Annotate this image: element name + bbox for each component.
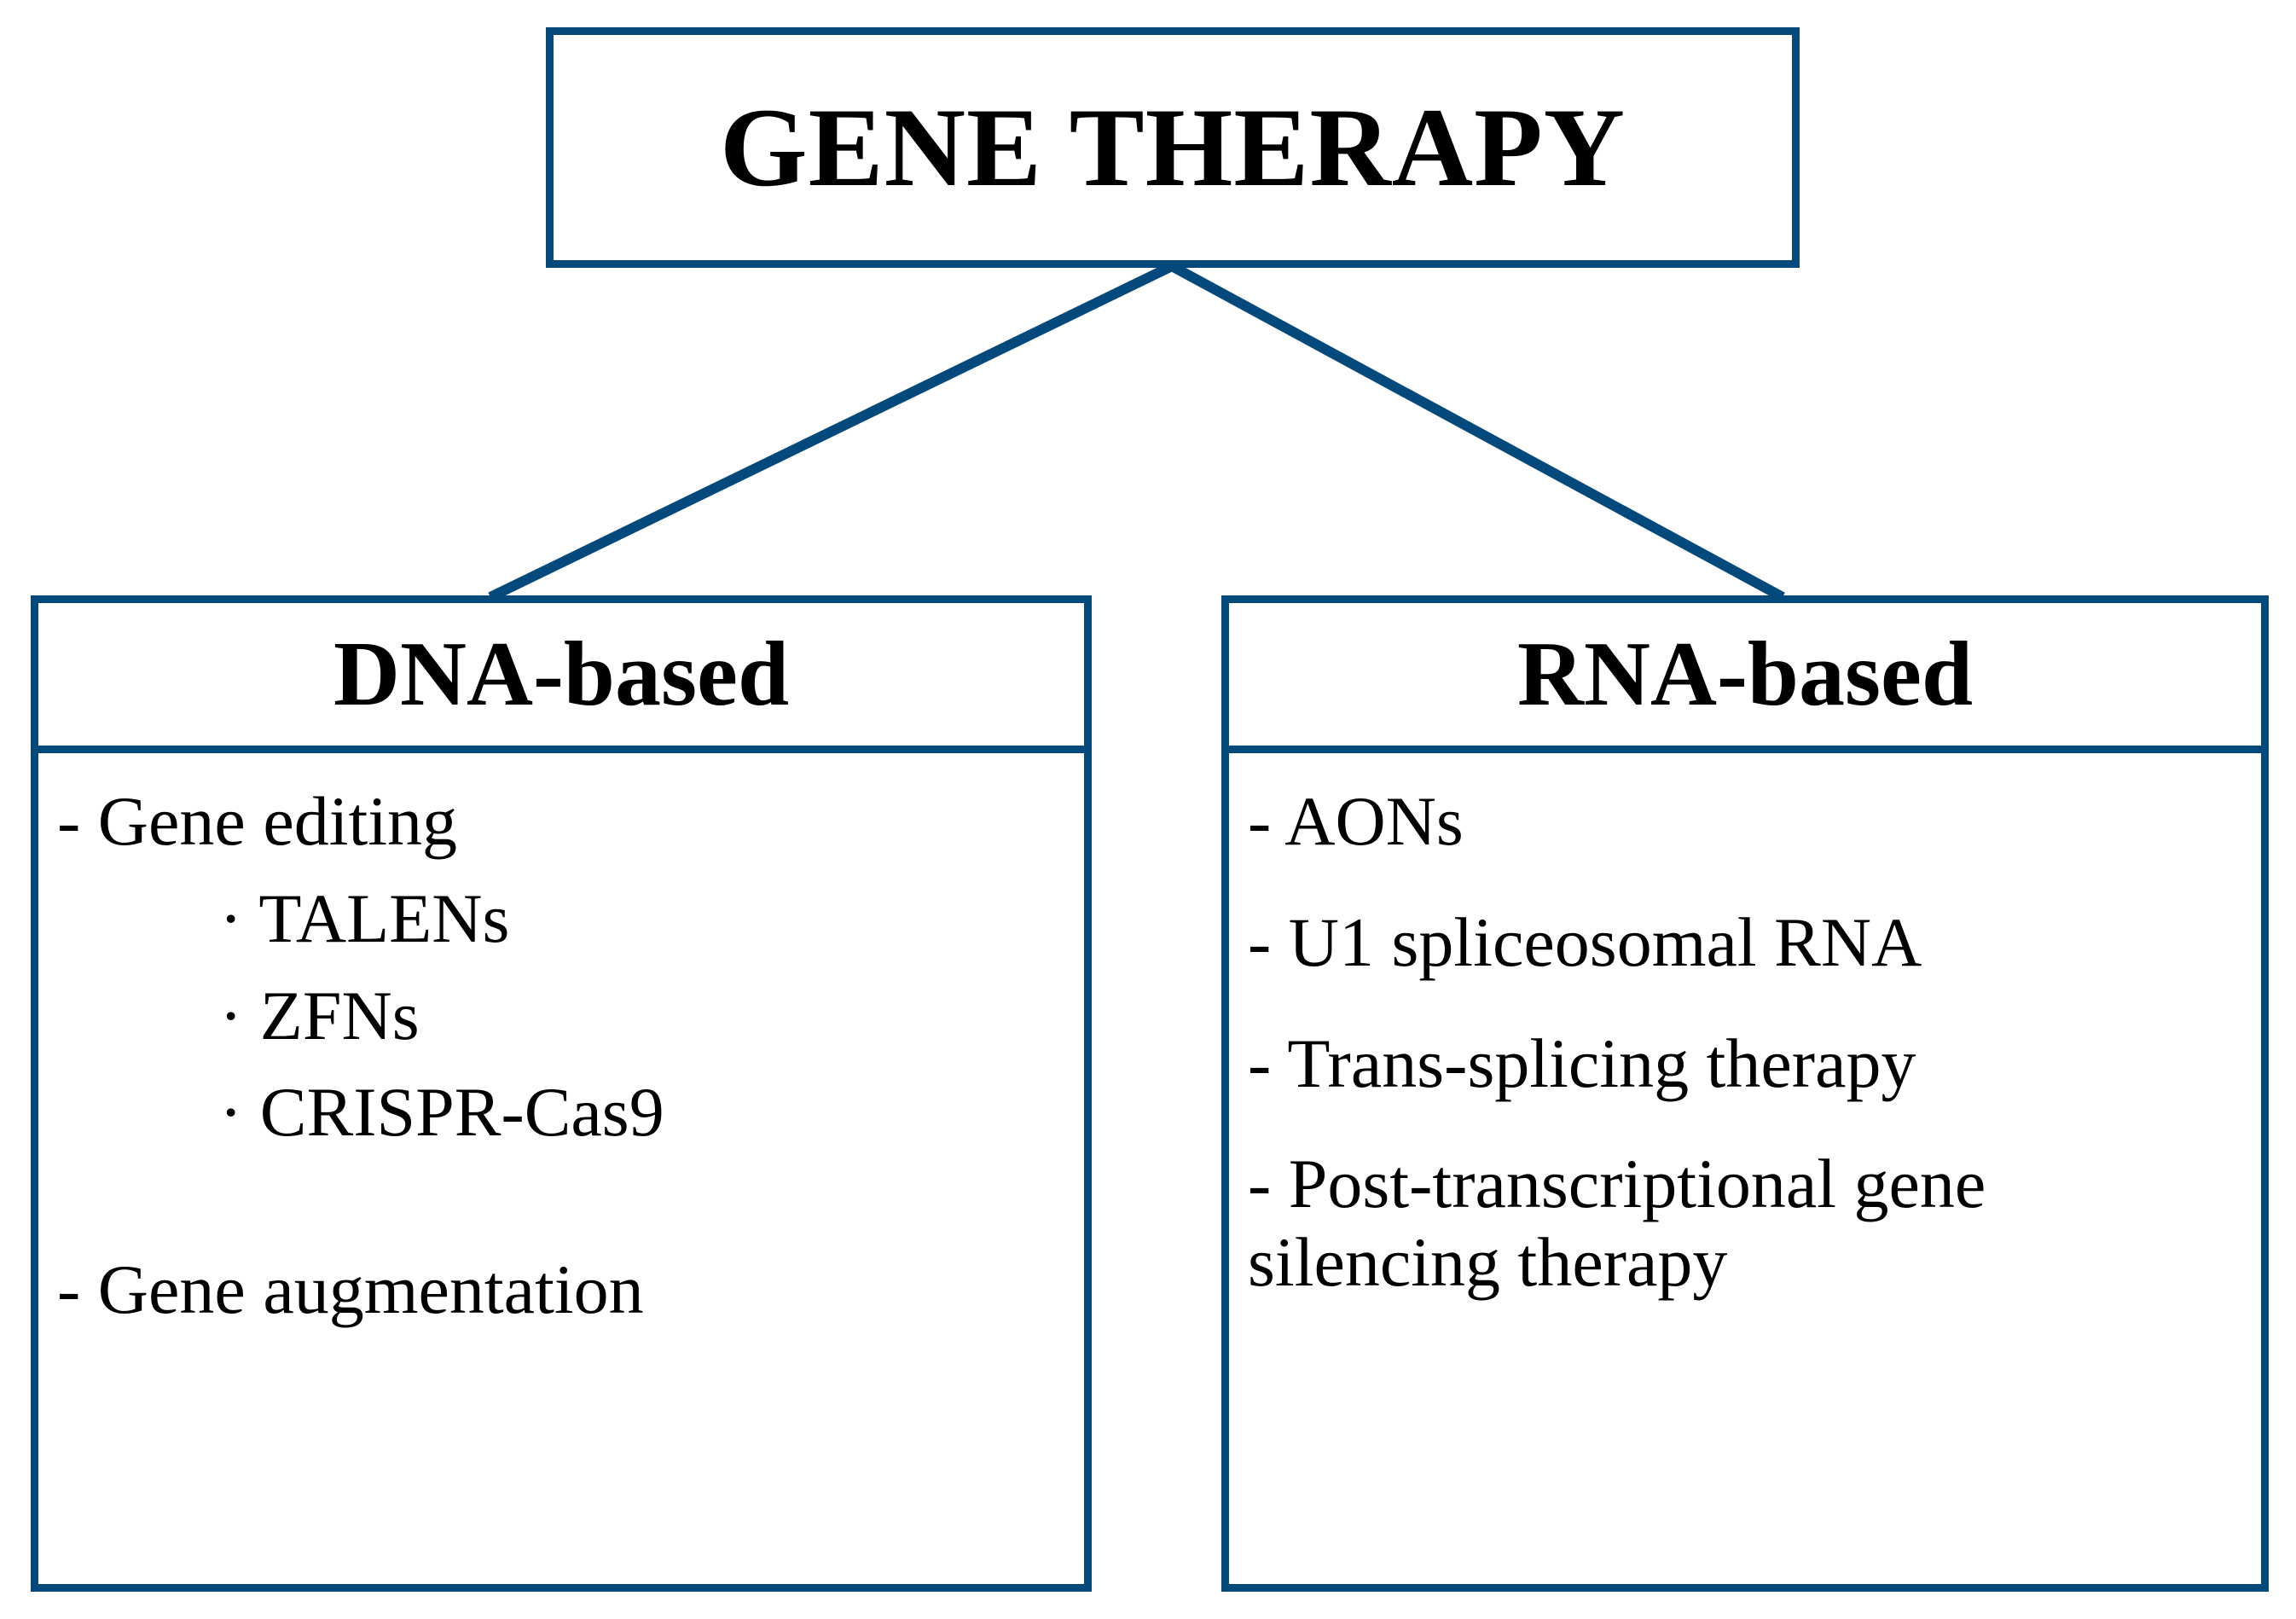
- list-item: · ZFNs: [219, 976, 420, 1054]
- list-item: - U1 spliceosomal RNA: [1248, 902, 1922, 981]
- list-item: - AONs: [1248, 782, 1464, 860]
- list-item: - Post-transcriptional gene silencing th…: [1248, 1145, 1986, 1302]
- dna-header: DNA-based: [38, 603, 1084, 753]
- rna-header: RNA-based: [1229, 603, 2261, 753]
- connector-root-to-rna: [1169, 261, 1785, 602]
- dna-item-list: - Gene editing · TALENs · ZFNs · CRISPR-…: [38, 753, 1084, 1584]
- list-item: - Gene editing: [57, 782, 458, 860]
- root-title-label: GENE THERAPY: [719, 84, 1626, 210]
- rna-header-label: RNA-based: [1516, 623, 1974, 725]
- rna-item-list: - AONs - U1 spliceosomal RNA - Trans-spl…: [1229, 753, 2261, 1584]
- list-item: - Trans-splicing therapy: [1248, 1024, 1916, 1102]
- dna-header-label: DNA-based: [333, 623, 790, 725]
- node-gene-therapy[interactable]: GENE THERAPY: [546, 27, 1800, 268]
- connector-root-to-dna: [488, 261, 1174, 602]
- list-item: - Gene augmentation: [57, 1251, 644, 1329]
- node-rna-based[interactable]: RNA-based - AONs - U1 spliceosomal RNA -…: [1221, 595, 2269, 1592]
- list-item: · CRISPR-Cas9: [219, 1073, 664, 1152]
- node-dna-based[interactable]: DNA-based - Gene editing · TALENs · ZFNs…: [31, 595, 1092, 1592]
- list-item: · TALENs: [219, 879, 510, 957]
